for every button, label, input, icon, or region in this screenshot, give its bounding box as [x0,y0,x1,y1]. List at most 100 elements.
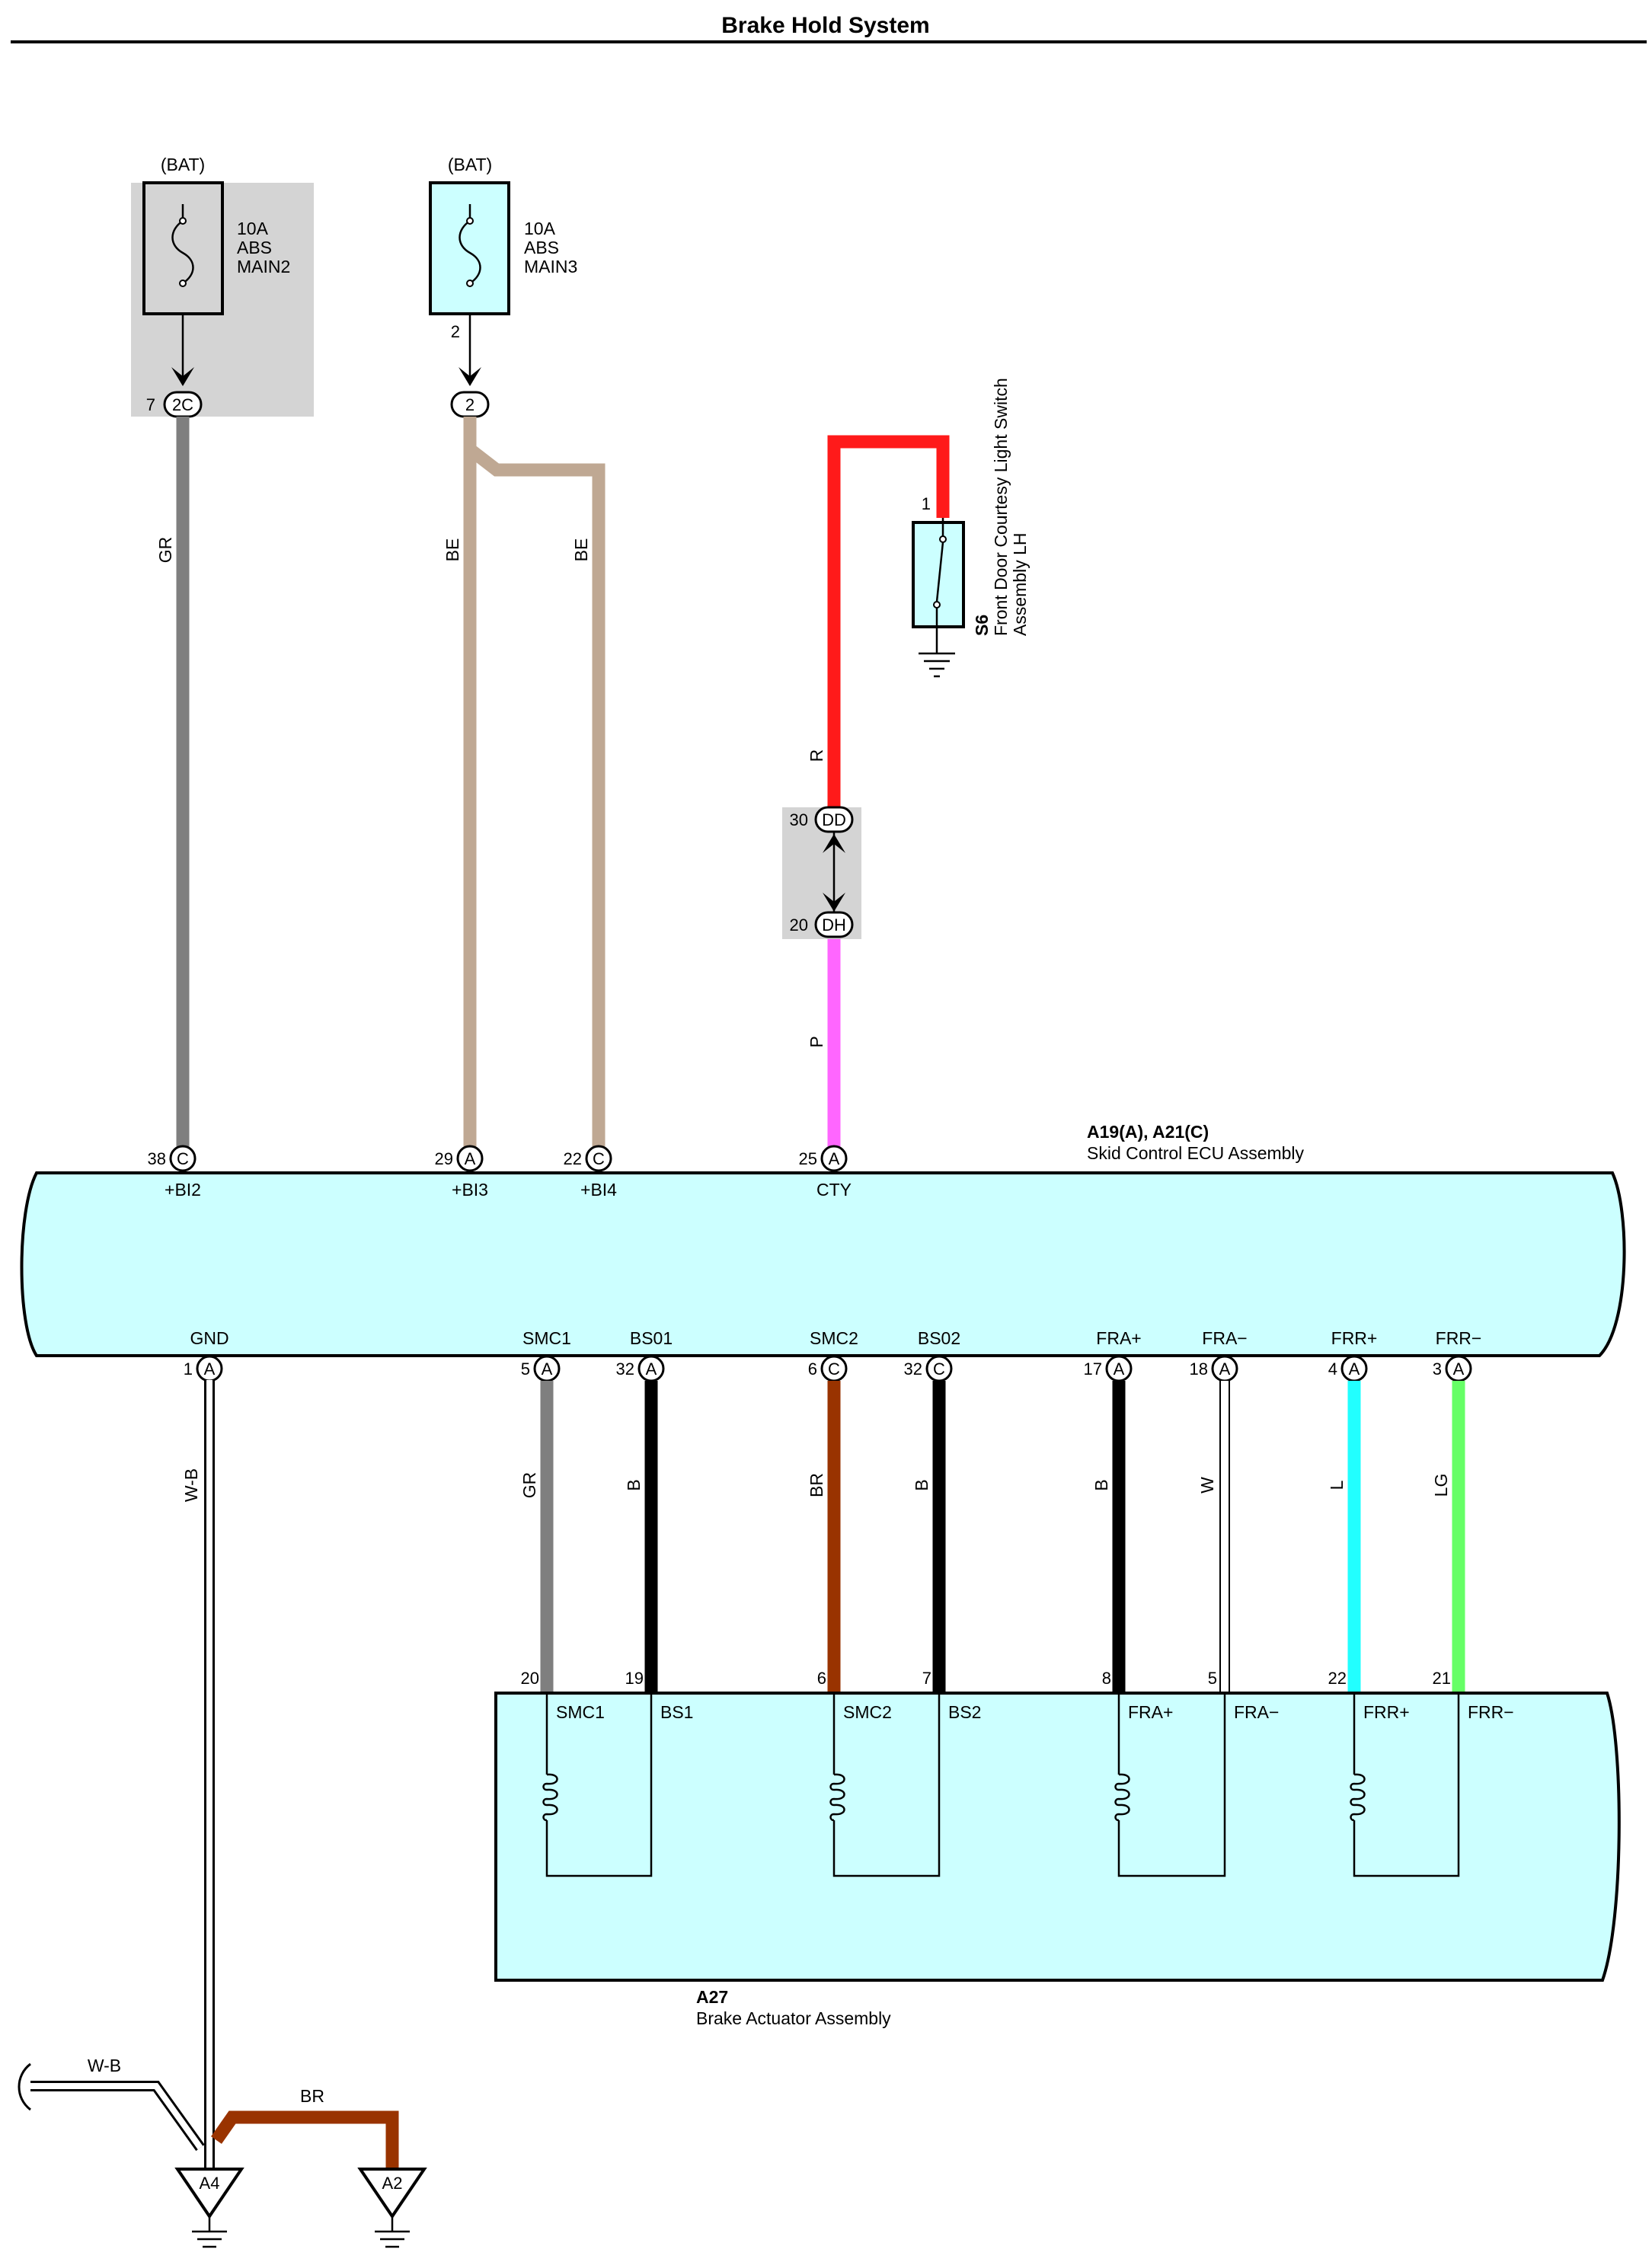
wire-label: B [624,1479,644,1490]
switch-blade-icon [935,542,944,602]
actuator-pin: 8 [1102,1669,1111,1688]
actuator-terminal-label: FRR− [1468,1702,1514,1722]
connector-pin: 20 [790,915,808,935]
terminal-circle [820,1145,848,1172]
ecu-bottom-terminal: A18 [1190,1355,1238,1382]
terminal-pin: 29 [435,1149,453,1168]
fuse-element-icon [459,204,481,285]
wire-label: GR [519,1472,539,1499]
ecu-bottom-terminal: C 32 [904,1355,953,1382]
terminal-pin: 1 [184,1359,193,1379]
ecu-terminal-label: SMC1 [522,1328,571,1348]
skid-control-ecu: A19(A), A21(C) Skid Control ECU Assembly… [20,1122,1626,1382]
actuator-pin: 5 [1208,1669,1217,1688]
ecu-terminal-label: BS02 [918,1328,960,1348]
terminal-pin: 22 [564,1149,582,1168]
fuse-node-top [179,217,187,225]
ecu-body [20,1171,1626,1357]
solenoid-circuit [1117,1693,1226,1877]
terminal-connector: C [933,1359,945,1379]
terminal-connector: A [829,1149,840,1168]
ecu-bottom-terminal: A5 [521,1355,561,1382]
ground-point-a2: A2 [357,2168,427,2248]
terminal-pin: 32 [616,1359,634,1379]
solenoid-coil-icon [1114,1693,1226,1877]
ground-point-a4: A4 [174,2168,244,2248]
switch-pin: 1 [922,494,931,513]
ecu-name: Skid Control ECU Assembly [1087,1143,1305,1163]
actuator-name: Brake Actuator Assembly [696,2008,891,2028]
fuse-element-icon [171,204,194,285]
connector-oval [814,911,854,938]
wire-label-wb-ecu: W-B [181,1468,201,1502]
terminal-connector: C [593,1149,605,1168]
terminal-pin: 3 [1433,1359,1442,1379]
fuse-rating: 10A [524,219,556,238]
terminal-circle [456,1145,484,1172]
fuse-name-line3: MAIN2 [237,257,290,276]
solenoid-coil-icon [1350,1693,1460,1877]
ecu-id: A19(A), A21(C) [1087,1122,1209,1142]
fuse-rating: 10A [237,219,269,238]
fuse-abs-main3: (BAT) 10A ABS MAIN3 2 2 [429,155,577,418]
ground-id: A4 [200,2174,220,2193]
terminal-pin: 32 [904,1359,922,1379]
actuator-terminal-label: FRR+ [1363,1702,1410,1722]
actuator-body [494,1692,1621,1982]
fuse-supply-label: (BAT) [161,155,205,174]
wire-be-bi4 [465,444,606,1149]
actuator-pin: 7 [922,1669,931,1688]
terminal-connector: C [828,1359,840,1379]
terminal-connector: A [204,1359,216,1379]
ecu-bottom-terminal: A4 [1328,1355,1368,1382]
actuator-terminals: 20SMC119BS16SMC27BS28FRA+5FRA−22FRR+21FR… [521,1669,1514,1877]
terminal-connector: C [177,1149,189,1168]
coil-winding [1114,1773,1130,1822]
switch-box [912,521,965,628]
ecu-terminal-label: SMC2 [810,1328,858,1348]
arrow-down-icon [823,893,845,912]
actuator-terminal-label: BS1 [660,1702,693,1722]
ecu-terminal-label: +BI4 [580,1180,617,1200]
wire-wb-in-fill [30,2083,203,2150]
wire-label-p: P [807,1036,826,1047]
fuse-supply-label: (BAT) [448,155,492,174]
ecu-bottom-terminals: GNDA1SMC1A5BS01A32SMC2C6BS02C32FRA+A17FR… [184,1328,1481,1382]
fuse-pin: 2 [451,322,460,341]
ecu-terminal-label: FRA+ [1096,1328,1141,1348]
ecu-bottom-terminal: A1 [184,1355,223,1382]
ecu-top-terminal: A29 [435,1145,484,1172]
terminal-connector: A [646,1359,657,1379]
switch-name-line1: Front Door Courtesy Light Switch [991,378,1011,636]
terminal-connector: A [1349,1359,1360,1379]
ecu-terminal-label: +BI2 [165,1180,201,1200]
wire-br-ground [211,2110,399,2169]
actuator-terminal-label: SMC1 [556,1702,605,1722]
ecu-top-terminal: C 38 [148,1145,197,1172]
junction-connector: DD 30 DH 20 [782,806,861,939]
ground-id: A2 [382,2174,403,2193]
terminal-pin: 25 [799,1149,817,1168]
ecu-terminal-label: BS01 [630,1328,673,1348]
fuse-abs-main2: (BAT) 10A ABS MAIN2 2C 7 [131,155,314,418]
terminal-pin: 38 [148,1149,166,1168]
ecu-terminal-label: FRA− [1202,1328,1247,1348]
terminal-pin: 5 [521,1359,530,1379]
connector-oval [814,806,854,833]
wire-label: LG [1431,1474,1451,1497]
switch-name-line2: Assembly LH [1010,533,1030,636]
coil-winding [1350,1773,1366,1822]
terminal-circle [169,1145,197,1172]
ecu-terminal-label: FRR+ [1331,1328,1378,1348]
wire-label-be: BE [443,538,462,562]
wire-label-wb-in: W-B [88,2056,121,2075]
solenoid-circuit [545,1693,653,1877]
terminal-connector: A [1114,1359,1125,1379]
ground-triangle-icon [357,2168,427,2219]
fuse-name-line2: ABS [524,238,559,257]
actuator-terminal-label: FRA− [1234,1702,1279,1722]
wire-label-br: BR [300,2086,324,2106]
terminal-pin: 17 [1084,1359,1102,1379]
